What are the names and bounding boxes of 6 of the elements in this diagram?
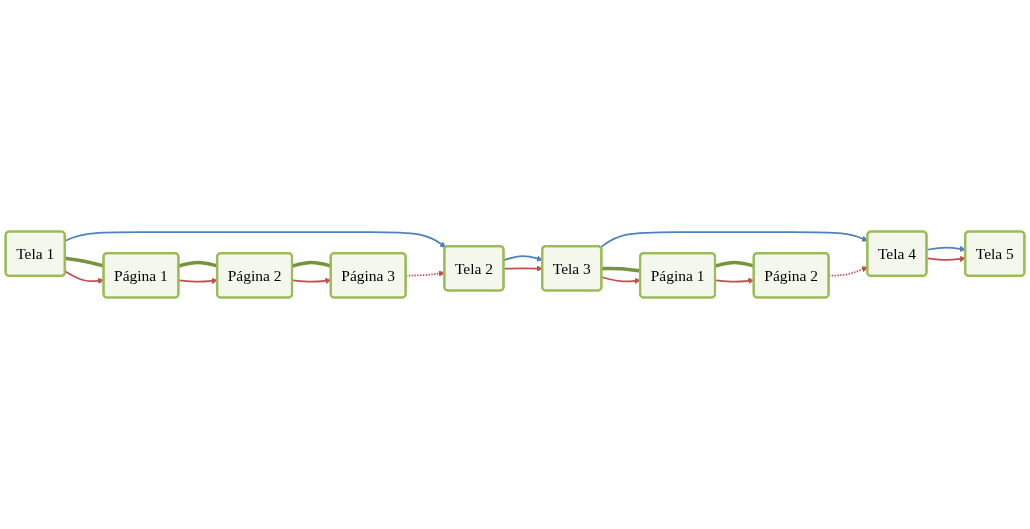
arrow xyxy=(503,255,543,262)
arrow xyxy=(503,265,543,272)
arrow xyxy=(599,231,868,249)
connector xyxy=(178,260,218,268)
arrow xyxy=(64,231,446,248)
connector xyxy=(601,266,641,273)
